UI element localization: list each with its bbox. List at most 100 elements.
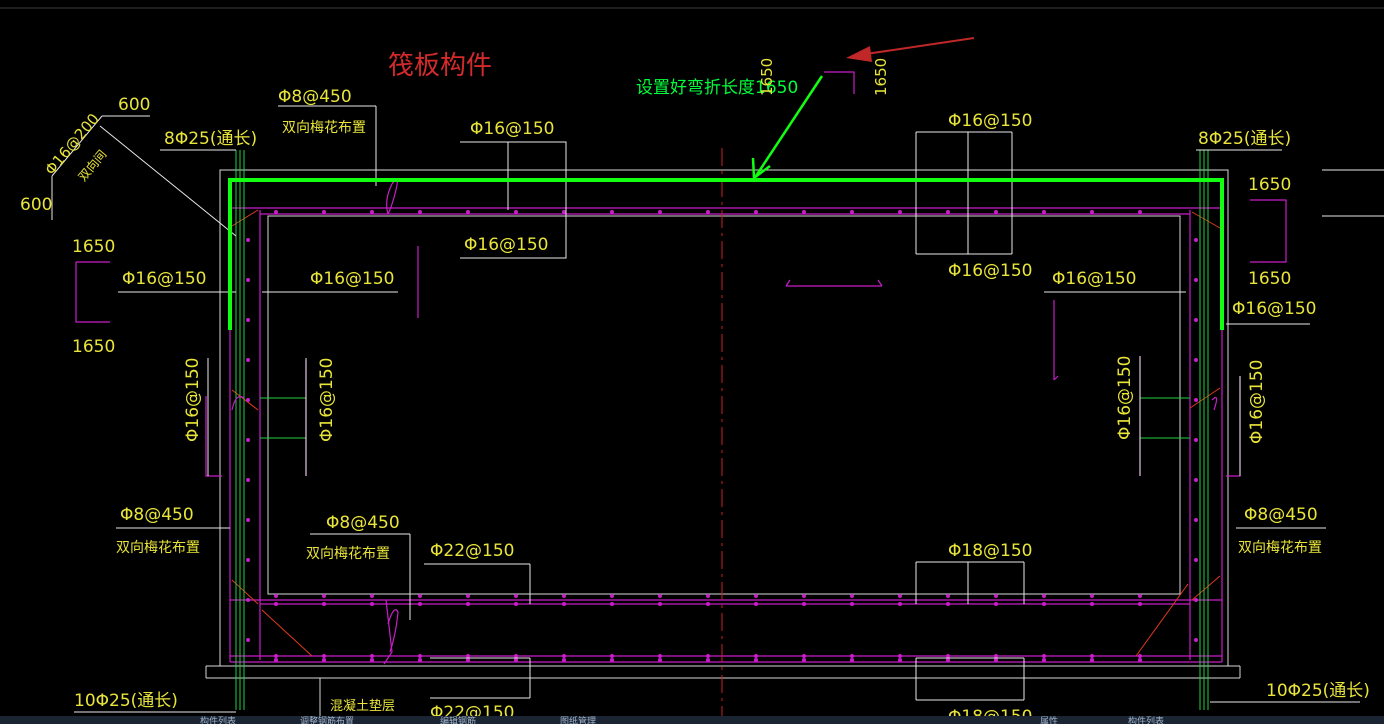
taskbar-item[interactable]: 编辑钢筋 xyxy=(440,717,477,724)
bar-dot xyxy=(754,602,758,606)
bar-dot xyxy=(274,658,278,662)
bar-dot xyxy=(898,658,902,662)
r-tie-label: Φ8@450 xyxy=(1244,505,1318,525)
l-tie-label: Φ8@450 xyxy=(120,505,194,525)
bar-dot xyxy=(562,210,566,214)
bar-dot xyxy=(562,654,566,658)
bar-dot xyxy=(802,658,806,662)
bar-dot xyxy=(994,654,998,658)
bar-dot xyxy=(322,658,326,662)
bar-dot xyxy=(706,594,710,598)
bar-dot xyxy=(274,594,278,598)
bend-left-a: 1650 xyxy=(72,237,115,257)
bar-dot xyxy=(514,602,518,606)
member-lines xyxy=(75,71,1287,665)
bar-dot xyxy=(1138,602,1142,606)
bar-dot xyxy=(246,638,250,642)
taskbar-item[interactable]: 构件列表 xyxy=(200,717,237,724)
bar-dot xyxy=(946,658,950,662)
longitudinal-bars xyxy=(235,150,1209,710)
bend-right-b: 1650 xyxy=(1248,269,1291,289)
r-inner-bar: Φ16@150 xyxy=(1052,269,1136,289)
l-vert-bar-b: Φ16@150 xyxy=(317,358,337,442)
hook-symbols xyxy=(231,178,1218,653)
bar-dot xyxy=(418,602,422,606)
bend-right-a: 1650 xyxy=(1248,175,1291,195)
bar-dot xyxy=(1042,602,1046,606)
bar-dot xyxy=(1138,654,1142,658)
l-outer-bar: Φ16@150 xyxy=(122,269,206,289)
bar-dot xyxy=(1194,398,1198,402)
bar-dot xyxy=(418,210,422,214)
r-outer-bar: Φ16@150 xyxy=(1232,299,1316,319)
corner-bar-note: 双向间 xyxy=(75,147,110,184)
top-left-length2: 600 xyxy=(20,195,52,215)
bar-dot xyxy=(418,654,422,658)
top-bar-d: Φ16@150 xyxy=(948,261,1032,281)
bar-dot xyxy=(514,654,518,658)
bar-dot xyxy=(754,654,758,658)
bar-dot xyxy=(246,438,250,442)
bar-dot xyxy=(466,654,470,658)
taskbar-item[interactable]: 属性 xyxy=(1040,717,1059,724)
bar-dot xyxy=(658,210,662,214)
bar-dot xyxy=(246,558,250,562)
bar-dot xyxy=(1138,210,1142,214)
bar-dot xyxy=(706,654,710,658)
bl-tie-note: 双向梅花布置 xyxy=(306,546,390,562)
bar-dot xyxy=(370,594,374,598)
bar-dot xyxy=(994,602,998,606)
note-text: 设置好弯折长度1650 xyxy=(636,78,798,98)
bar-dot xyxy=(1194,438,1198,442)
bar-dot xyxy=(322,602,326,606)
bar-dot xyxy=(562,658,566,662)
bar-dot xyxy=(562,594,566,598)
bar-dot xyxy=(246,598,250,602)
bar-dot xyxy=(850,654,854,658)
top-left-longbar: 8Φ25(通长) xyxy=(164,129,257,149)
highlighted-bent-rebar[interactable] xyxy=(228,178,1224,330)
bar-dot xyxy=(246,318,250,322)
bar-dot xyxy=(946,210,950,214)
bar-dot xyxy=(898,654,902,658)
note-arrow xyxy=(751,75,824,181)
bend-top: 1650 xyxy=(872,58,890,96)
bar-dot xyxy=(1194,478,1198,482)
bar-dot xyxy=(1090,658,1094,662)
bar-dot xyxy=(706,210,710,214)
r-vert-bar-a: Φ16@150 xyxy=(1115,356,1135,440)
bar-dot xyxy=(850,602,854,606)
taskbar-item[interactable]: 图纸管理 xyxy=(560,717,597,724)
bar-dot xyxy=(246,518,250,522)
bar-dot xyxy=(706,658,710,662)
title-text: 筏板构件 xyxy=(388,51,492,81)
bar-dot xyxy=(562,602,566,606)
top-left-length: 600 xyxy=(118,95,150,115)
bar-dot xyxy=(994,210,998,214)
taskbar-item[interactable]: 调整钢筋布置 xyxy=(300,717,355,724)
bot-bar-c: Φ18@150 xyxy=(948,541,1032,561)
bar-dot xyxy=(514,658,518,662)
tl-tie-label: Φ8@450 xyxy=(278,87,352,107)
bot-right-longbar: 10Φ25(通长) xyxy=(1266,681,1370,701)
bot-left-longbar: 10Φ25(通长) xyxy=(74,691,178,711)
bar-dot xyxy=(754,594,758,598)
bar-dot xyxy=(754,210,758,214)
leader-lines xyxy=(0,7,1384,713)
top-right-longbar: 8Φ25(通长) xyxy=(1198,129,1291,149)
bar-dot xyxy=(802,654,806,658)
r-tie-note: 双向梅花布置 xyxy=(1238,540,1322,556)
bar-dot xyxy=(274,654,278,658)
bar-dot xyxy=(246,478,250,482)
bar-dot xyxy=(466,210,470,214)
bar-dot xyxy=(1090,654,1094,658)
bar-dot xyxy=(850,594,854,598)
bar-dot xyxy=(1138,594,1142,598)
bar-dot xyxy=(610,602,614,606)
bar-dot xyxy=(466,602,470,606)
bar-dot xyxy=(322,210,326,214)
bar-dot xyxy=(658,654,662,658)
bar-dot xyxy=(246,358,250,362)
taskbar-item[interactable]: 构件列表 xyxy=(1128,717,1165,724)
